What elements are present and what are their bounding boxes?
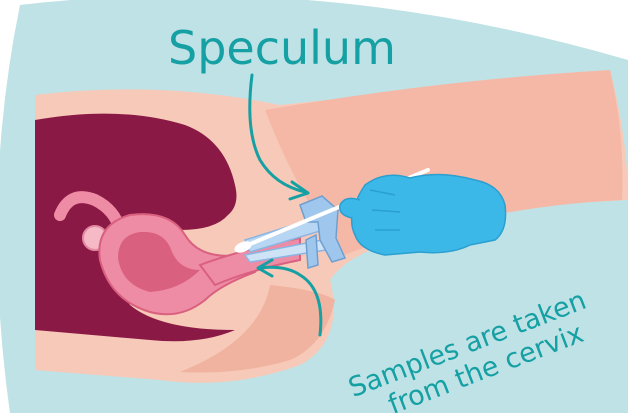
gloved-hand-icon [340,174,506,255]
speculum-label: Speculum [168,21,396,75]
